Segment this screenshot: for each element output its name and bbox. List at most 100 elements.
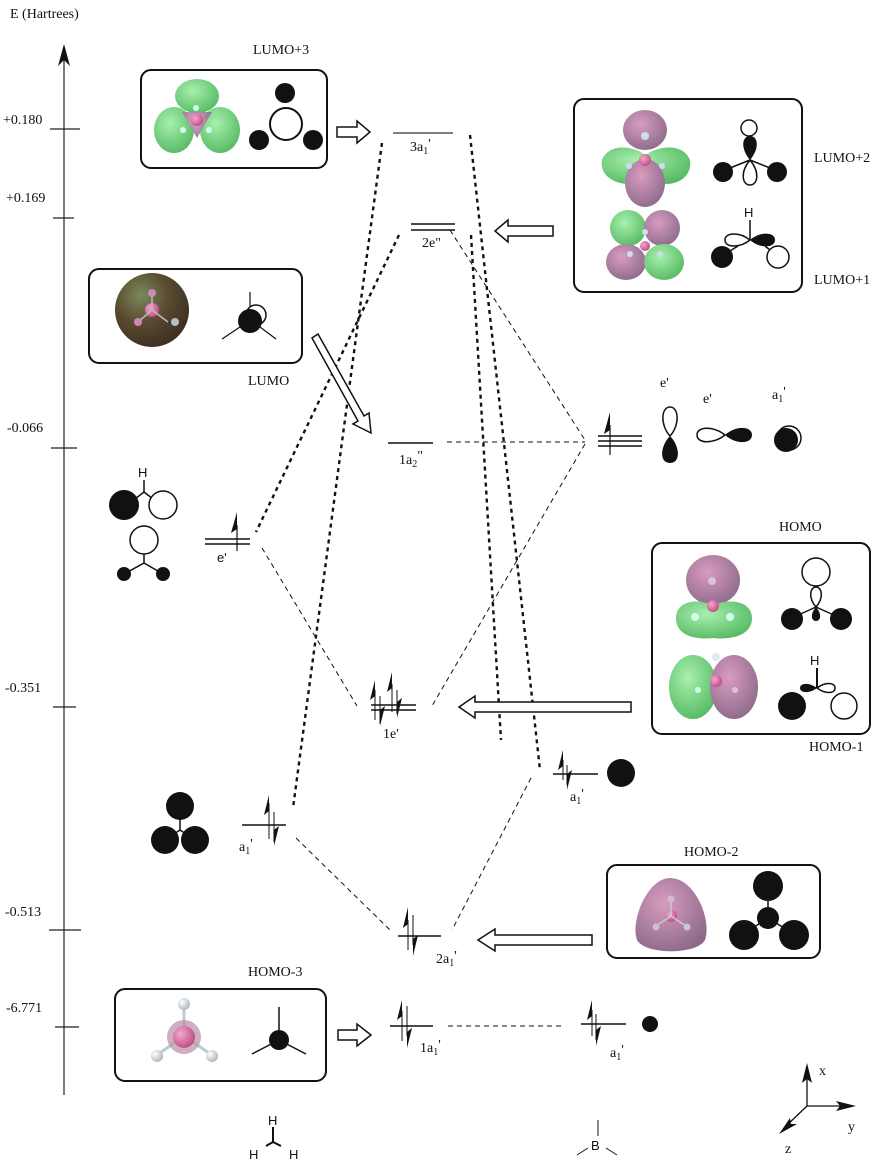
mo-box-homo2: HOMO-2	[606, 845, 821, 959]
isosurface-image	[676, 555, 752, 639]
mo-box-label: HOMO-3	[248, 965, 302, 980]
orbital-lobe-empty	[129, 525, 159, 555]
h3-fragment: e' H a1'	[109, 465, 298, 1162]
svg-text:B: B	[591, 1138, 600, 1153]
arrow-left-icon	[457, 694, 632, 720]
electron-up-icon	[604, 412, 610, 434]
isosurface-image	[669, 653, 758, 719]
mo-box-label: LUMO+2	[814, 151, 870, 166]
mo-box-label: LUMO	[248, 374, 289, 389]
orbital-schematic	[221, 292, 277, 340]
svg-text:H: H	[289, 1147, 298, 1162]
mo-box-homo-homo1: HOMO HOMO-1 H	[651, 520, 871, 755]
arrow-diagonal-icon	[311, 332, 372, 435]
arrow-right-icon	[337, 1022, 373, 1048]
arrow-left-icon	[476, 927, 593, 953]
mo-box-lumo3: LUMO+3	[140, 43, 328, 169]
mo-box-label: HOMO	[779, 520, 822, 535]
b-orbital-label: e'	[660, 376, 669, 391]
coordinate-axes-icon: x y z	[779, 1063, 856, 1157]
energy-axis: E (Hartrees) +0.180 +0.169 -0.066 -0.351…	[3, 7, 81, 1095]
tick-label: -0.513	[5, 905, 41, 920]
electron-pair-icon	[397, 1000, 412, 1048]
mo-level-1e: 1e'	[370, 672, 416, 742]
svg-text:H: H	[810, 653, 819, 668]
electron-up-icon	[558, 750, 563, 770]
mo-level-2a1: 2a1'	[398, 907, 457, 969]
p-orbital-horizontal-icon	[696, 427, 752, 443]
h3-e-label: e'	[217, 550, 227, 565]
mo-level-1a1: 1a1'	[390, 1000, 441, 1058]
svg-text:H: H	[268, 1113, 277, 1128]
b-level-a1: a1'	[553, 750, 635, 807]
h3-formula: H H H	[249, 1113, 298, 1162]
mo-label: 2a1'	[436, 949, 457, 969]
orbital-schematic	[729, 871, 809, 950]
s-orbital-icon	[607, 759, 635, 787]
isosurface-image	[635, 878, 707, 952]
arrow-right-icon	[336, 119, 372, 145]
tick-label: -0.066	[7, 421, 43, 436]
h-atom-label: H	[138, 465, 147, 480]
isosurface-image	[151, 998, 218, 1062]
orbital-schematic: H	[711, 205, 790, 269]
mo-level-2e: 2e"	[411, 223, 455, 251]
mo-box-label: LUMO+1	[814, 273, 870, 288]
isosurface-image	[606, 210, 684, 280]
mo-levels: 3a1' 2e" 1a2" 1e	[370, 132, 457, 1058]
b-level-2p	[598, 412, 642, 455]
mo-label: 2e"	[422, 236, 441, 251]
orbital-schematic	[249, 83, 323, 150]
s-orbital-icon	[642, 1016, 658, 1032]
svg-text:H: H	[744, 205, 753, 220]
b-fragment: e' e' a1' a1'	[553, 376, 802, 1156]
mo-level-1a2: 1a2"	[388, 442, 433, 470]
isosurface-image	[154, 79, 240, 153]
electron-pair-icon	[370, 672, 402, 726]
b-level-core: a1'	[581, 1000, 658, 1063]
electron-up-icon	[587, 1000, 592, 1020]
orbital-schematic	[713, 119, 787, 186]
mo-label: 1a2"	[399, 449, 423, 470]
tick-label: +0.180	[3, 113, 42, 128]
axis-label: E (Hartrees)	[10, 7, 79, 22]
mo-level-3a1: 3a1'	[393, 132, 453, 157]
p-orbital-vertical-icon	[662, 406, 678, 463]
electron-pair-icon	[403, 907, 418, 956]
mo-label: 1a1'	[420, 1038, 441, 1058]
electron-up-icon	[264, 795, 269, 815]
orbital-schematic: H	[778, 653, 858, 720]
axis-arrow-icon	[58, 44, 70, 66]
electron-down-icon	[596, 1026, 601, 1046]
b-orbital-label: e'	[703, 392, 712, 407]
h3-level-e: e'	[205, 512, 250, 565]
tick-label: -0.351	[5, 681, 41, 696]
electron-down-icon	[567, 770, 572, 790]
b-orbital-label: a1'	[772, 385, 786, 405]
isosurface-image	[115, 273, 189, 347]
mo-label: 1e'	[383, 727, 399, 742]
mo-label: 3a1'	[410, 137, 431, 157]
mo-box-label: HOMO-2	[684, 845, 738, 860]
mo-box-label: HOMO-1	[809, 740, 863, 755]
correlation-lines	[254, 134, 586, 1027]
mo-box-lumo: LUMO	[88, 268, 303, 389]
svg-text:H: H	[249, 1147, 258, 1162]
mo-box-homo3: HOMO-3	[114, 965, 327, 1082]
axis-y-label: y	[848, 1120, 855, 1135]
orbital-schematic	[251, 1007, 307, 1055]
h3-a1-orbital	[151, 792, 209, 854]
arrow-left-icon	[493, 218, 554, 244]
h3-a1-label: a1'	[239, 837, 253, 857]
electron-up-icon	[231, 512, 237, 533]
tick-label: +0.169	[6, 191, 45, 206]
h3-e-orbitals: H	[109, 465, 178, 581]
isosurface-image	[601, 110, 691, 207]
axis-z-label: z	[785, 1142, 791, 1157]
h3-level-a1: a1'	[151, 792, 286, 857]
mo-box-label: LUMO+3	[253, 43, 309, 58]
axis-x-label: x	[819, 1064, 826, 1079]
b-core-label: a1'	[610, 1043, 624, 1063]
orbital-lobe-filled	[109, 490, 139, 520]
